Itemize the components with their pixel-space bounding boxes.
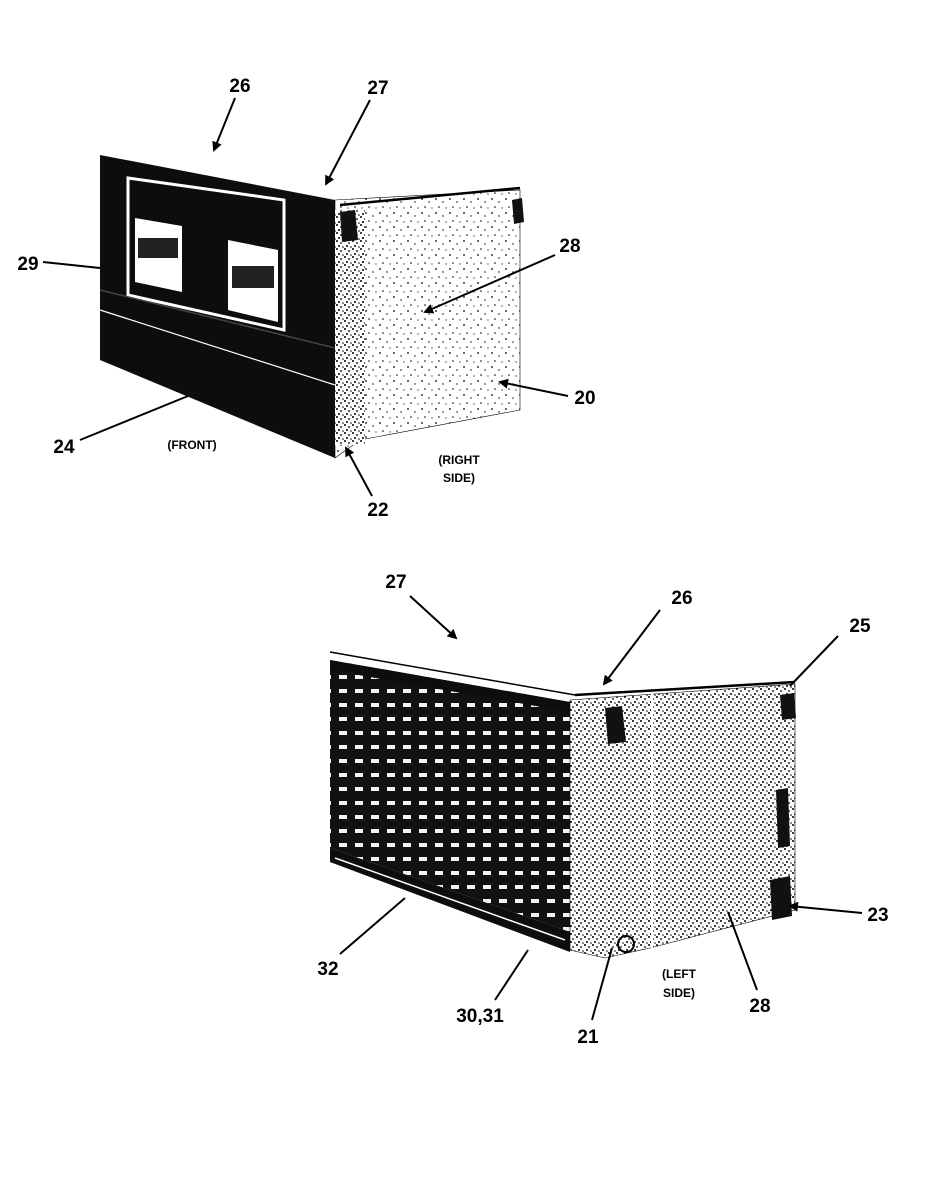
rear-grille-top-band	[330, 660, 570, 712]
front-panel-frame	[126, 176, 286, 332]
caption-right-side-line2: SIDE)	[443, 471, 475, 485]
callout-23: 23	[867, 905, 888, 926]
front-panel-bottom-edge	[99, 309, 336, 386]
callout-28-bottom: 28	[749, 996, 770, 1017]
callout-26-bottom: 26	[671, 588, 692, 609]
callout-27-bottom: 27	[385, 572, 406, 593]
diagram-1-front-right-view: 26 27 28 29 20 24 22 (FRONT) (RIGHT SIDE…	[17, 76, 595, 521]
leader-30-31	[494, 949, 529, 1001]
rear-top-edge	[329, 651, 576, 696]
leader-22	[345, 446, 373, 497]
right-side-bracket-front	[340, 210, 358, 242]
leader-27-bottom	[409, 595, 458, 640]
left-side-hinge	[776, 788, 790, 848]
leader-21	[591, 947, 613, 1021]
leader-26-bottom	[602, 609, 661, 686]
caption-left-side-line2: SIDE)	[663, 986, 695, 1000]
callout-26-top: 26	[229, 76, 250, 97]
leader-29	[42, 261, 101, 269]
caption-left-side-line1: (LEFT	[662, 967, 697, 981]
front-panel-grille-left-shade	[138, 238, 178, 258]
leader-28-bottom	[727, 911, 758, 991]
base-pan-highlight	[334, 857, 566, 941]
callout-24: 24	[53, 437, 75, 458]
leader-28-top	[423, 254, 556, 314]
leader-32	[339, 897, 406, 955]
leader-25	[789, 635, 839, 687]
leader-27-top	[325, 99, 371, 186]
front-panel-top	[100, 155, 335, 458]
front-panel-grille-right-shade	[232, 266, 274, 288]
leader-20	[498, 378, 569, 397]
leader-26-top	[212, 97, 236, 152]
caption-front: (FRONT)	[167, 438, 216, 452]
callout-27-top: 27	[367, 78, 388, 99]
diagram-2-rear-left-view: 27 26 25 23 32 30,31 21 28 (LEFT SIDE)	[317, 572, 888, 1048]
left-side-panel	[569, 683, 796, 959]
left-side-bracket-rear	[780, 693, 796, 720]
callout-30-31: 30,31	[456, 1006, 504, 1027]
callout-20: 20	[574, 388, 595, 409]
caption-right-side-line1: (RIGHT	[438, 453, 480, 467]
base-pan	[330, 848, 570, 952]
right-side-top-rail	[339, 186, 521, 207]
callout-32: 32	[317, 959, 338, 980]
callout-29: 29	[17, 254, 38, 275]
callout-28-top: 28	[559, 236, 580, 257]
leader-23	[788, 901, 863, 914]
callout-25: 25	[849, 616, 871, 637]
left-side-fastener	[617, 935, 635, 953]
left-side-top-rail	[574, 680, 796, 697]
left-side-latch	[770, 876, 792, 920]
rear-grille-panel	[330, 660, 570, 932]
front-panel-seam	[99, 289, 336, 349]
right-side-bracket-rear	[512, 198, 524, 224]
callout-22: 22	[367, 500, 388, 521]
left-side-bracket-front	[605, 706, 626, 744]
right-side-edge-strip	[335, 210, 365, 445]
leader-24	[79, 395, 189, 441]
callout-21: 21	[577, 1027, 599, 1048]
